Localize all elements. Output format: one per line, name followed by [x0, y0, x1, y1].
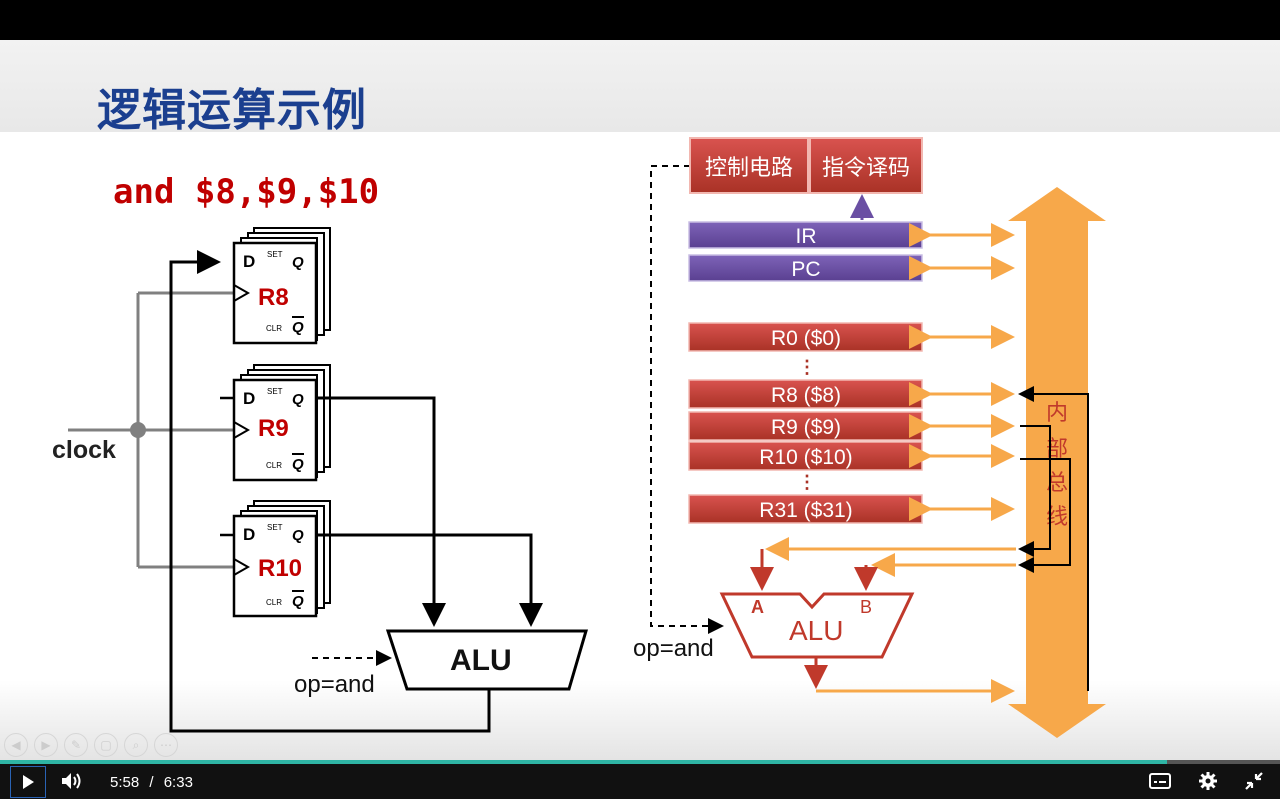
- play-button[interactable]: [10, 766, 46, 798]
- clock-junction: [130, 422, 146, 438]
- volume-icon: [62, 773, 81, 789]
- alu-left-label: ALU: [450, 644, 512, 677]
- clock-wiring: [68, 291, 234, 569]
- svg-text:Q: Q: [292, 254, 304, 271]
- svg-text:线: 线: [1046, 505, 1068, 530]
- control-circuit-box: [689, 137, 809, 194]
- register-r10: D SET Q R10 CLR Q: [232, 500, 331, 618]
- bus-connections: [765, 223, 1016, 703]
- volume-button[interactable]: [60, 771, 84, 796]
- svg-text:Q: Q: [292, 319, 304, 336]
- control-line: [650, 165, 724, 634]
- register-r9-label: R9: [258, 415, 289, 442]
- op-label-left: op=and: [294, 671, 375, 698]
- svg-text:D: D: [243, 525, 255, 544]
- next-slide-icon[interactable]: ▶: [34, 733, 58, 757]
- svg-text:总: 总: [1046, 471, 1068, 496]
- svg-text:SET: SET: [267, 387, 283, 396]
- progress-fill: [0, 760, 1168, 764]
- title-band: [0, 40, 1280, 132]
- svg-text:部: 部: [1046, 437, 1068, 462]
- svg-text:SET: SET: [267, 250, 283, 259]
- play-icon: [23, 775, 34, 789]
- time-separator: /: [149, 774, 154, 791]
- slide-title: 逻辑运算示例: [97, 85, 367, 136]
- internal-bus-arrow: [1008, 187, 1106, 738]
- slide: 逻辑运算示例 and $8,$9,$10 clock D SET: [0, 40, 1280, 760]
- pen-icon[interactable]: ✎: [64, 733, 88, 757]
- svg-text:PC: PC: [791, 258, 820, 281]
- register-r8-label: R8: [258, 284, 289, 311]
- instruction-decode-box: [809, 137, 923, 194]
- current-time: 5:58: [110, 774, 140, 791]
- settings-button[interactable]: [1198, 771, 1218, 796]
- alu-left: [385, 629, 589, 691]
- slide-nav-icons: ◀ ▶ ✎ ▢ ⌕ ⋯: [4, 733, 178, 757]
- alu-right: [719, 592, 915, 659]
- prev-slide-icon[interactable]: ◀: [4, 733, 28, 757]
- svg-text:⋮: ⋮: [798, 472, 816, 492]
- register-r9: D SET Q R9 CLR Q: [232, 364, 331, 482]
- control-circuit-label: 控制电路: [705, 156, 793, 181]
- svg-text:SET: SET: [267, 523, 283, 532]
- subtitles-button[interactable]: [1149, 772, 1171, 795]
- clock-label: clock: [52, 436, 116, 464]
- register-r10-label: R10: [258, 555, 302, 582]
- svg-text:Q: Q: [292, 527, 304, 544]
- zoom-icon[interactable]: ⌕: [124, 733, 148, 757]
- exit-fullscreen-button[interactable]: [1245, 772, 1263, 795]
- data-wiring: [169, 250, 543, 733]
- ir-register: [688, 221, 923, 249]
- svg-text:Q: Q: [292, 391, 304, 408]
- reg-r31: R31 ($31): [759, 499, 852, 522]
- reg-r9: R9 ($9): [771, 416, 841, 439]
- register-file: R0 ($0) ⋮ R8 ($8) R9 ($9) R10 ($10) ⋮ R3…: [688, 322, 923, 524]
- svg-text:Q: Q: [292, 456, 304, 473]
- progress-bar[interactable]: [0, 760, 1280, 764]
- instruction-decode-label: 指令译码: [822, 156, 910, 181]
- alu-right-label: ALU: [789, 615, 843, 646]
- svg-text:CLR: CLR: [266, 598, 282, 607]
- player-controls: [0, 760, 1280, 799]
- svg-text:Q: Q: [292, 593, 304, 610]
- slides-icon[interactable]: ▢: [94, 733, 118, 757]
- time-display: 5:58 / 6:33: [110, 774, 193, 791]
- subtitles-icon: [1149, 773, 1171, 789]
- reg-r10: R10 ($10): [759, 446, 852, 469]
- op-label-right: op=and: [633, 635, 714, 662]
- duration: 6:33: [163, 774, 193, 791]
- svg-text:CLR: CLR: [266, 324, 282, 333]
- svg-text:IR: IR: [796, 225, 817, 248]
- bus-routing: [1018, 386, 1089, 691]
- diagram: clock D SET Q R8 CLR Q D SET Q R9 CLR: [52, 137, 1106, 738]
- instruction-text: and $8,$9,$10: [113, 172, 380, 212]
- svg-text:⋮: ⋮: [798, 357, 816, 377]
- top-black-bar: [0, 0, 1280, 40]
- gear-icon: [1199, 772, 1217, 790]
- svg-text:CLR: CLR: [266, 461, 282, 470]
- exit-fullscreen-icon: [1245, 772, 1263, 790]
- svg-text:D: D: [243, 389, 255, 408]
- svg-text:D: D: [243, 252, 255, 271]
- pc-register: [688, 254, 923, 282]
- reg-r8: R8 ($8): [771, 384, 841, 407]
- alu-port-a: A: [751, 597, 764, 617]
- reg-r0: R0 ($0): [771, 327, 841, 350]
- alu-port-b: B: [860, 597, 872, 617]
- register-r8: D SET Q R8 CLR Q: [232, 227, 331, 345]
- svg-text:内: 内: [1046, 401, 1068, 426]
- internal-bus-label: 内 部 总 线: [1046, 401, 1068, 530]
- more-icon[interactable]: ⋯: [154, 733, 178, 757]
